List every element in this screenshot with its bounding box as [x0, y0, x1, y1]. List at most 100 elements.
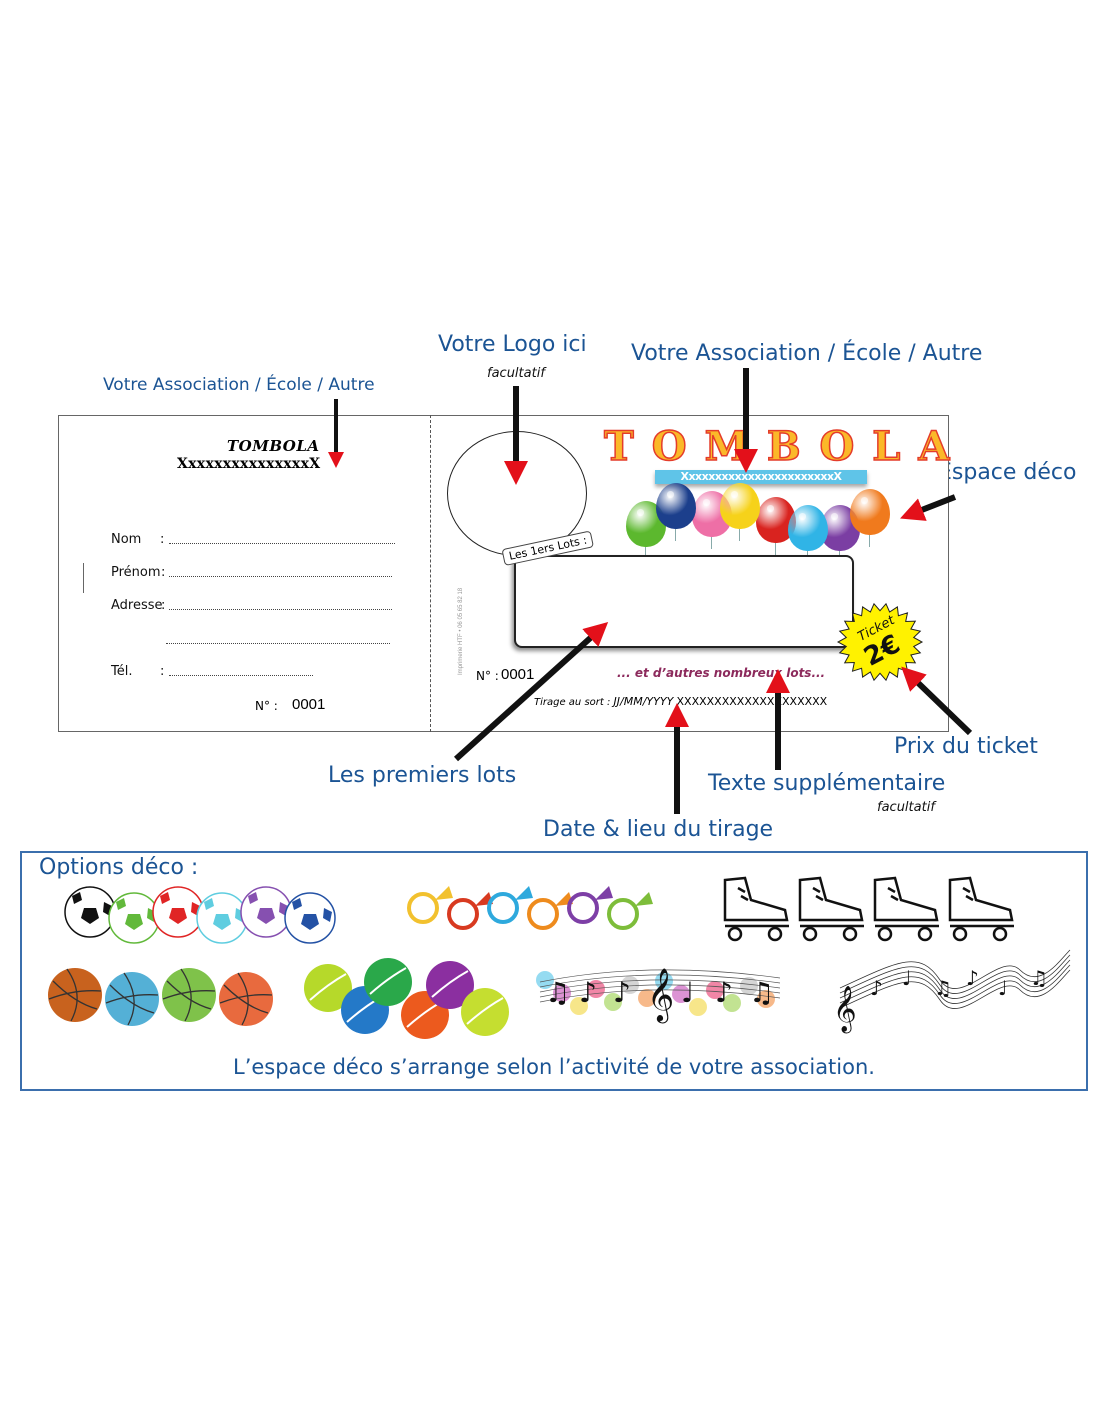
- callout-logo: Votre Logo ici: [438, 332, 587, 357]
- callout-first-prizes: Les premiers lots: [328, 763, 517, 788]
- treble-clef-icon: 𝄞: [833, 986, 857, 1034]
- soccer-ball-icon: [196, 892, 248, 944]
- arrow-first-prizes: [453, 621, 609, 762]
- stub-association-placeholder: XxxxxxxxxxxxxxxX: [177, 456, 321, 472]
- arrow-ticket-price: [901, 666, 973, 736]
- balloon-string: [739, 529, 740, 541]
- music-note-icon: ♩: [902, 966, 911, 990]
- roller-skate-icon: [798, 876, 864, 942]
- balloon-decoration: [620, 483, 900, 563]
- music-note-icon: ♪: [579, 976, 597, 1009]
- music-note-icon: ♪: [715, 976, 733, 1009]
- ticket-number-label: N° :: [476, 669, 499, 683]
- deco-options-footer: L’espace déco s’arrange selon l’activité…: [233, 1055, 875, 1079]
- music-note-icon: 𝄞: [647, 967, 674, 1023]
- music-note-icon: ♫: [934, 976, 952, 1000]
- balloon-icon: [850, 489, 890, 535]
- staff-line: [839, 949, 1071, 989]
- callout-ticket-price: Prix du ticket: [894, 734, 1038, 759]
- draw-label: Tirage au sort :: [534, 697, 611, 708]
- horn-icon: [607, 892, 653, 930]
- roller-skate-icon: [723, 876, 789, 942]
- stub-field-nom-input[interactable]: [169, 543, 395, 544]
- horn-icon: [487, 886, 533, 924]
- annotation-arrows: [328, 368, 973, 814]
- theme-colorful-music-notes[interactable]: ♫♪♪𝄞♩♪♫: [536, 967, 781, 1023]
- soccer-ball-icon: [108, 892, 160, 944]
- paint-splash: [672, 985, 690, 1003]
- roller-skate-icon: [873, 876, 939, 942]
- stub-field-adresse-line2-input[interactable]: [166, 643, 390, 644]
- theme-soccer-balls[interactable]: [64, 886, 336, 944]
- staff-line: [539, 969, 781, 983]
- horn-icon: [527, 892, 573, 930]
- theme-tennis-balls[interactable]: [304, 958, 509, 1039]
- arrow-deco-space: [900, 494, 957, 521]
- paint-splash: [570, 997, 588, 1015]
- stub-field-nom-sep: :: [160, 532, 165, 547]
- perforation-line: [430, 415, 431, 732]
- paint-splash: [689, 998, 707, 1016]
- music-note-icon: ♪: [966, 966, 979, 990]
- stub-field-tel-label: Tél.: [111, 664, 133, 679]
- stub-field-tel-input[interactable]: [169, 675, 313, 676]
- theme-basketballs[interactable]: [48, 968, 273, 1026]
- horn-icon: [447, 892, 493, 930]
- horn-icon: [567, 886, 613, 924]
- association-banner: XxxxxxxxxxxxxxxxxxxxxxxX: [655, 470, 867, 484]
- stub-title: TOMBOLA: [227, 437, 320, 455]
- theme-roller-skates[interactable]: [723, 876, 1014, 942]
- roller-skate-icon: [948, 876, 1014, 942]
- staff-line: [839, 969, 1071, 1009]
- stub-number-value: 0001: [292, 696, 326, 713]
- music-note-icon: ♫: [749, 976, 774, 1009]
- callout-stub-association: Votre Association / École / Autre: [103, 375, 375, 395]
- music-note-icon: ♫: [1030, 966, 1048, 990]
- horn-icon: [407, 886, 453, 924]
- soccer-ball-icon: [240, 886, 292, 938]
- balloon-string: [675, 529, 676, 541]
- paint-splash: [638, 989, 656, 1007]
- theme-music-staff[interactable]: 𝄞 ♪ ♩ ♫ ♪ ♩ ♫: [833, 949, 1071, 1034]
- callout-extra-text-note: facultatif: [877, 800, 935, 815]
- paint-splash: [723, 994, 741, 1012]
- prizes-box[interactable]: [514, 555, 854, 648]
- draw-info-line: Tirage au sort : JJ/MM/YYYY XXXXXXXXXXXX…: [534, 695, 827, 708]
- staff-line: [539, 974, 781, 988]
- stub-field-prenom-label: Prénom: [111, 565, 161, 580]
- music-note-icon: ♩: [681, 976, 694, 1009]
- staff-line: [839, 954, 1071, 994]
- callout-draw-info: Date & lieu du tirage: [543, 817, 774, 842]
- staff-line: [539, 979, 781, 993]
- tennis-ball-icon: [426, 961, 474, 1009]
- music-note-icon: ♩: [998, 976, 1007, 1000]
- ticket-number-value: 0001: [501, 666, 535, 683]
- paint-splash: [706, 981, 724, 999]
- stub-number-label: N° :: [255, 699, 278, 713]
- stub-field-tel-sep: :: [160, 664, 165, 679]
- soccer-ball-icon: [152, 886, 204, 938]
- callout-association: Votre Association / École / Autre: [631, 341, 983, 366]
- basketball-icon: [219, 972, 273, 1026]
- staff-line: [539, 984, 781, 998]
- paint-splash: [655, 972, 673, 990]
- stub-margin-mark: [83, 563, 84, 593]
- deco-options-panel: [20, 851, 1088, 1091]
- price-badge: Ticket 2€: [830, 598, 930, 684]
- stub-field-prenom-input[interactable]: [169, 576, 392, 577]
- basketball-icon: [162, 968, 216, 1022]
- deco-options-title: Options déco :: [39, 855, 199, 880]
- stub-field-nom-label: Nom: [111, 532, 142, 547]
- basketball-icon: [48, 968, 102, 1022]
- music-note-icon: ♫: [545, 976, 570, 1009]
- staff-line: [839, 964, 1071, 1004]
- staff-line: [539, 989, 781, 1003]
- stub-field-adresse-label: Adresse: [111, 598, 163, 613]
- soccer-ball-icon: [284, 892, 336, 944]
- music-note-icon: ♪: [870, 976, 883, 1000]
- paint-splash: [587, 980, 605, 998]
- stub-field-adresse-input[interactable]: [169, 609, 392, 610]
- balloon-icon: [788, 505, 828, 551]
- theme-hunting-horns[interactable]: [407, 886, 653, 930]
- paint-splash: [604, 993, 622, 1011]
